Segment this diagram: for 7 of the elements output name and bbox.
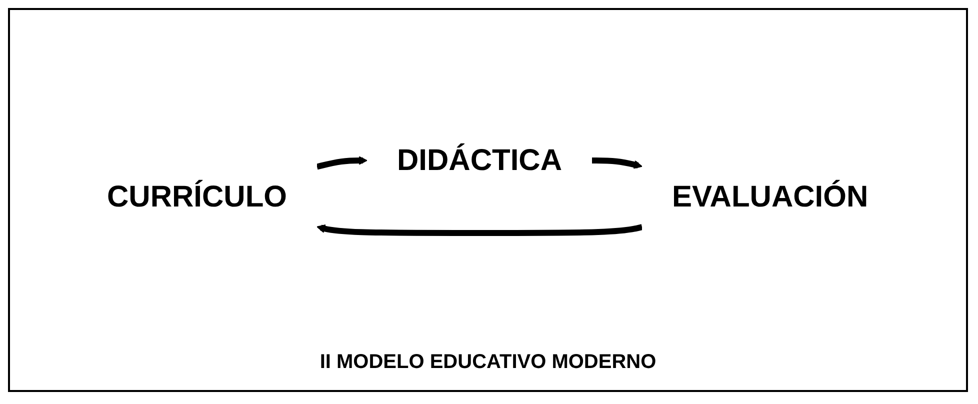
caption: II MODELO EDUCATIVO MODERNO xyxy=(320,351,656,374)
node-text: CURRÍCULO xyxy=(107,180,288,214)
arrow xyxy=(592,157,643,169)
node-text: EVALUACIÓN xyxy=(672,180,869,214)
arrow xyxy=(316,156,368,170)
arrow xyxy=(317,224,644,236)
node-text: DIDÁCTICA xyxy=(397,144,562,177)
